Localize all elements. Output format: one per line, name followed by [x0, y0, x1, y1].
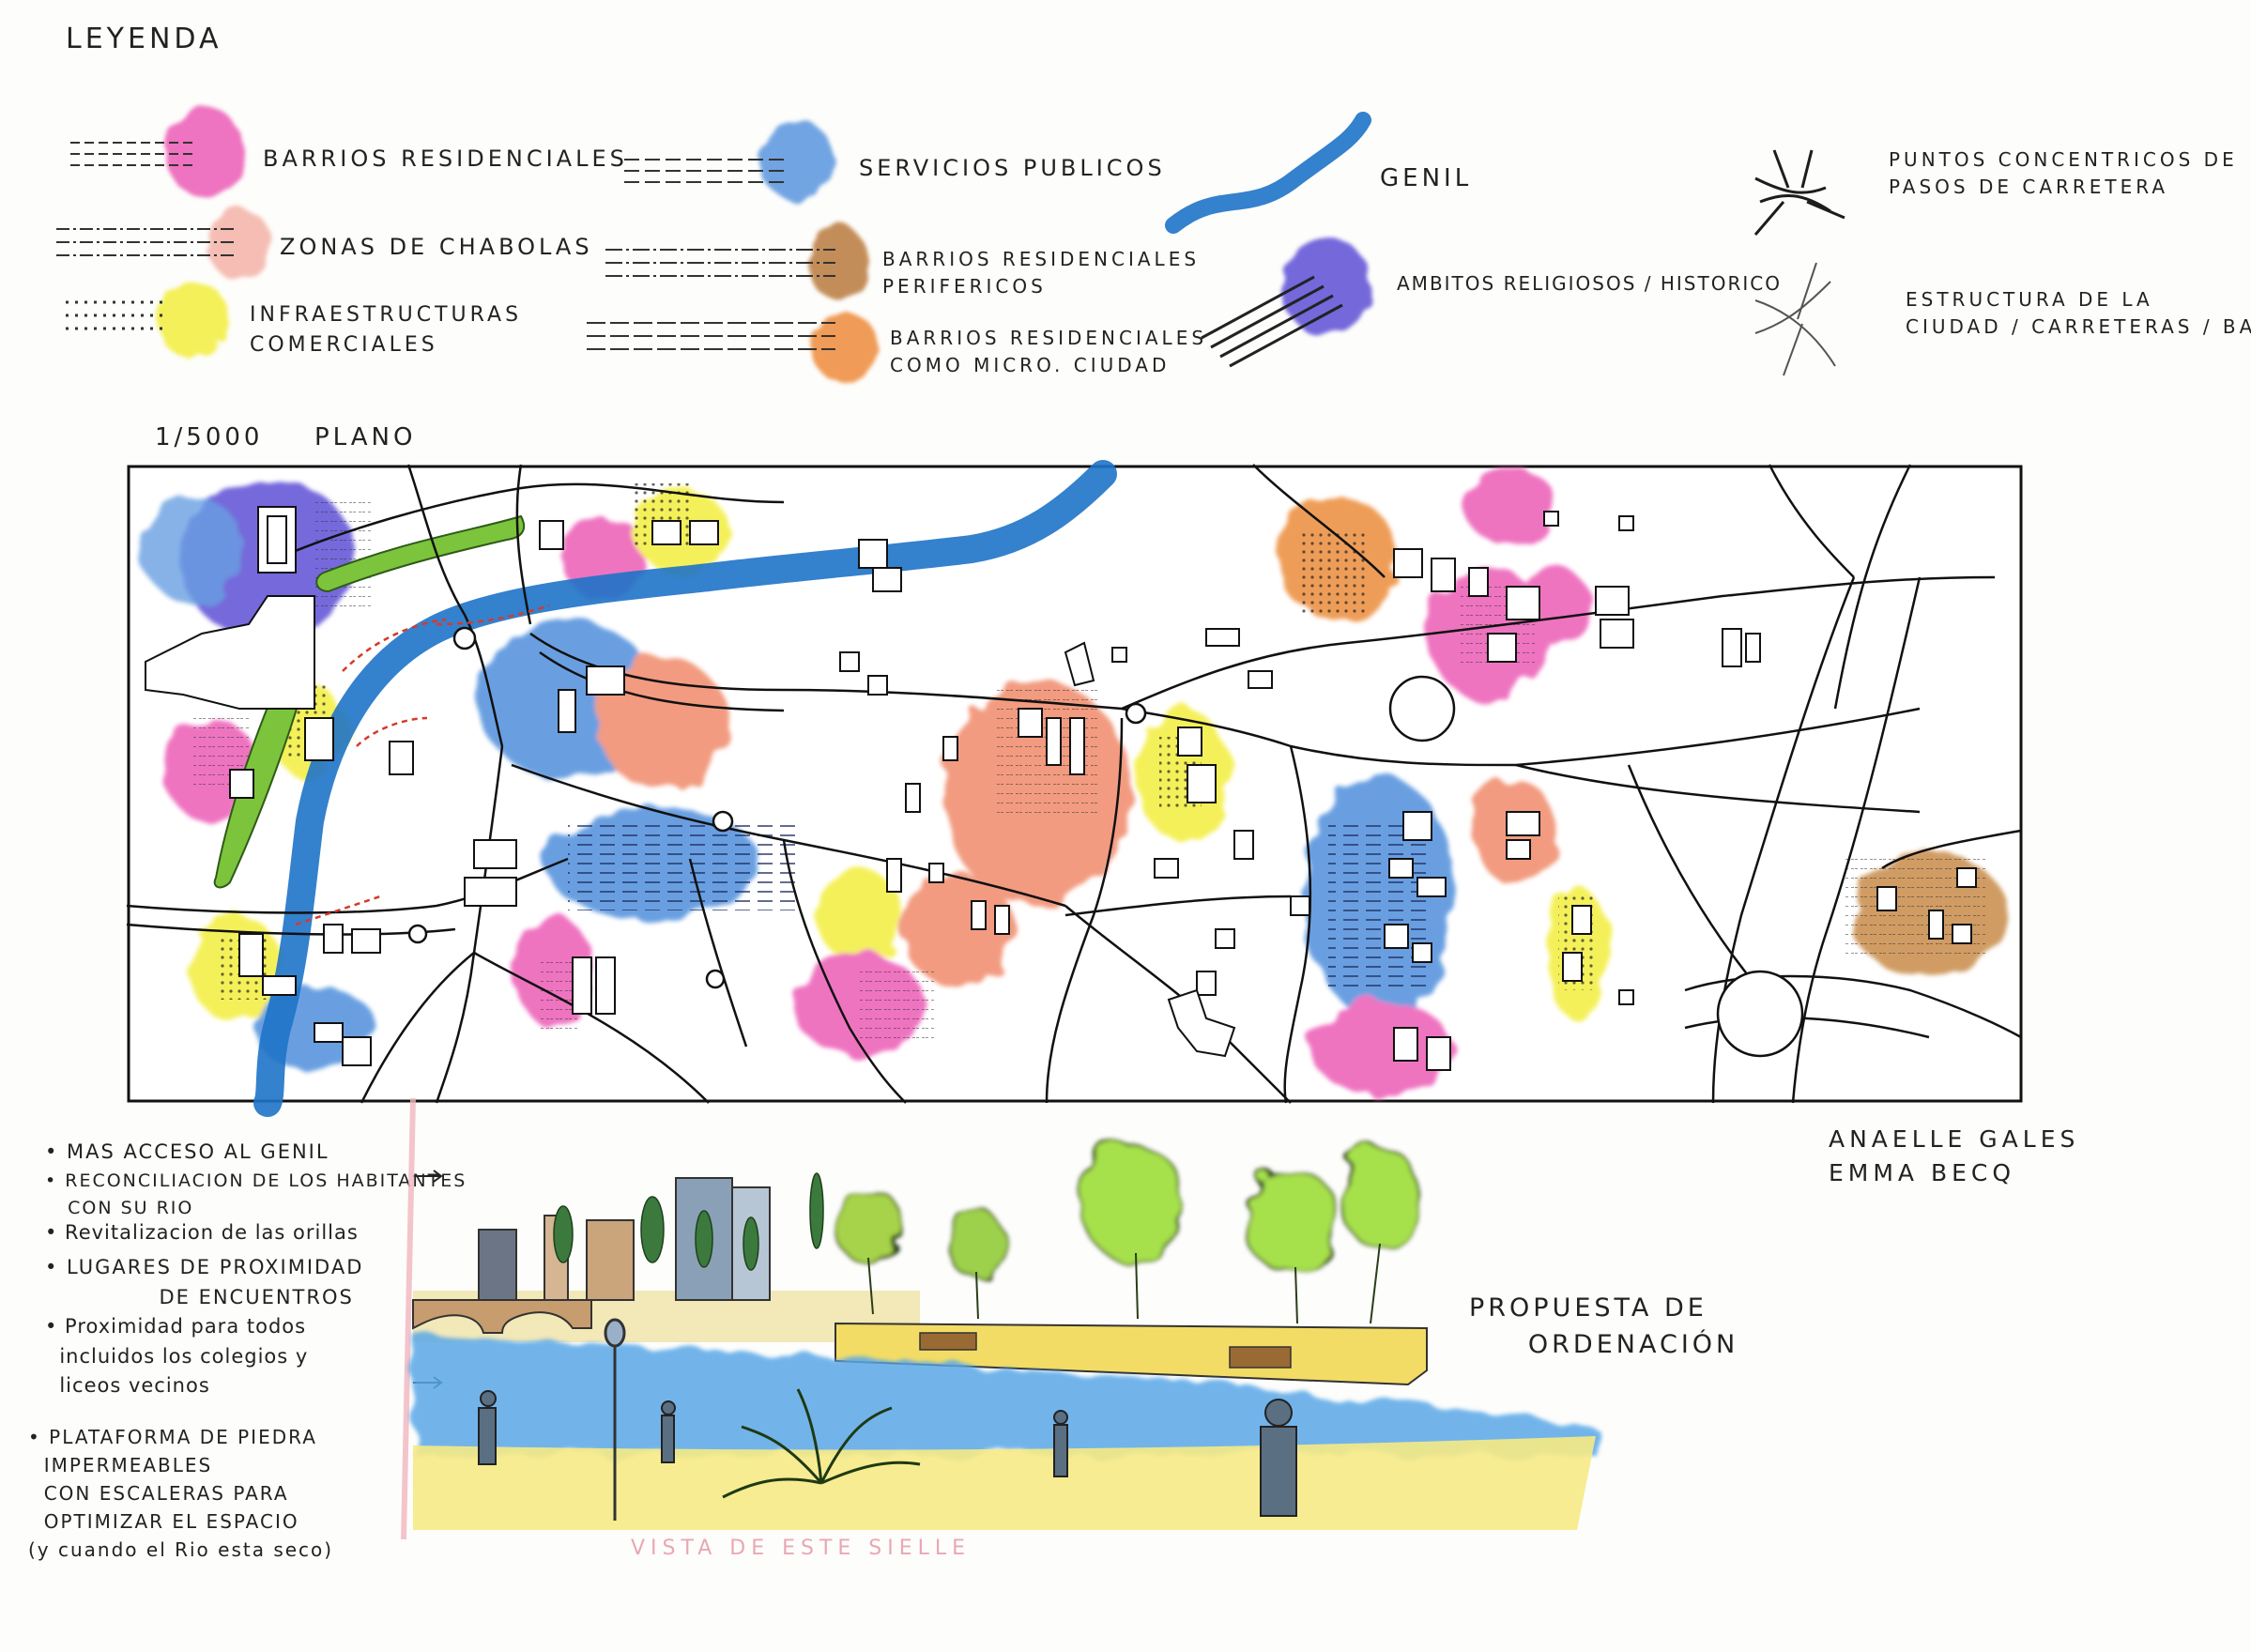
- legend-swatch-chabolas: [56, 208, 271, 280]
- note-meeting-places: • LUGARES DE PROXIMIDAD DE ENCUENTROS: [45, 1256, 364, 1308]
- legend-label-genil: GENIL: [1380, 164, 1473, 192]
- note-access: • MAS ACCESO AL GENIL: [45, 1140, 329, 1163]
- note-revitalization: • Revitalizacion de las orillas: [45, 1221, 359, 1244]
- buildings: [145, 506, 1977, 1071]
- legend-label-religious: AMBITOS RELIGIOSOS / HISTORICO: [1397, 272, 1782, 295]
- legend-label-commercial: INFRAESTRUCTURAS COMERCIALES: [250, 303, 523, 357]
- river-genil: [253, 460, 1117, 1117]
- trees: [835, 1142, 1418, 1324]
- legend-swatches: [56, 107, 1845, 383]
- legend-label-roundabout: PUNTOS CONCENTRICOS DE PASOS DE CARRETER…: [1889, 148, 2238, 198]
- legend-title: LEYENDA: [66, 23, 222, 55]
- legend-swatch-religious: [1201, 237, 1371, 368]
- legend-label-public: SERVICIOS PUBLICOS: [859, 155, 1166, 181]
- parks: [213, 514, 526, 889]
- plan-title: PLANO: [314, 423, 417, 451]
- note-platform: • PLATAFORMA DE PIEDRA IMPERMEABLES CON …: [28, 1426, 334, 1561]
- access-arrows: [295, 604, 550, 926]
- legend-label-microcity: BARRIOS RESIDENCIALES COMO MICRO. CIUDAD: [890, 327, 1208, 376]
- authors: ANAELLE GALES EMMA BECQ: [1829, 1125, 2080, 1187]
- site-plan-map: [126, 460, 2023, 1117]
- view-caption: VISTA DE ESTE SIELLE: [631, 1537, 972, 1560]
- roundabouts: [407, 626, 1804, 1058]
- legend-swatch-commercial: [66, 280, 228, 359]
- plan-scale: 1/5000: [155, 423, 264, 451]
- proposal-title: PROPUESTA DE ORDENACIÓN: [1469, 1293, 1739, 1360]
- legend-structure-icon: [1754, 262, 1836, 376]
- legend-label-residential: BARRIOS RESIDENCIALES: [263, 145, 628, 172]
- legend-roundabout-icon: [1753, 149, 1845, 236]
- legend-swatch-public: [624, 122, 835, 201]
- legend-swatch-residential: [70, 107, 244, 197]
- legend-label-chabolas: ZONAS DE CHABOLAS: [280, 234, 593, 260]
- note-proximity: • Proximidad para todos incluidos los co…: [45, 1315, 309, 1397]
- river-view-sketch: [412, 1142, 1596, 1530]
- legend-swatch-microcity: [587, 312, 878, 383]
- legend-label-peripheral: BARRIOS RESIDENCIALES PERIFERICOS: [882, 248, 1201, 298]
- legend-swatch-peripheral: [605, 225, 868, 300]
- legend-swatch-genil: [1165, 112, 1371, 234]
- legend-label-structure: ESTRUCTURA DE LA CIUDAD / CARRETERAS / B…: [1906, 288, 2251, 338]
